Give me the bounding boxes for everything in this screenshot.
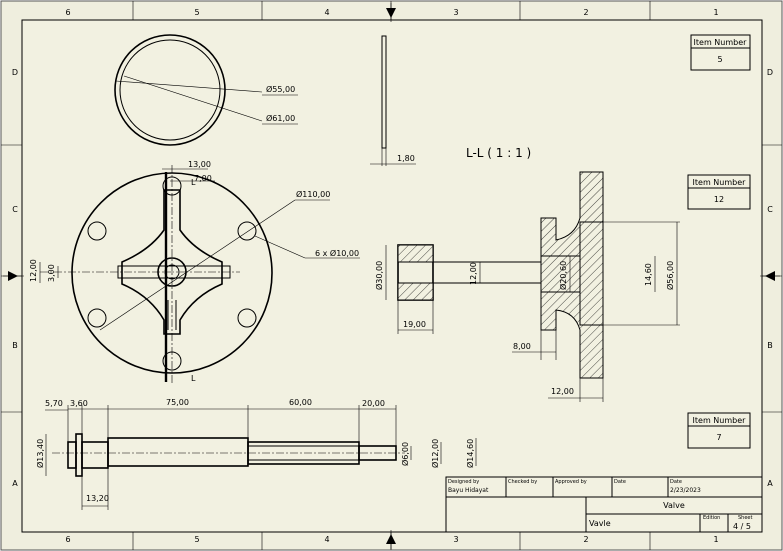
section-title: L-L ( 1 : 1 ) bbox=[466, 146, 531, 160]
dim-shaft-dia-13-40: Ø13,40 bbox=[35, 439, 45, 468]
dim-shaft-dia-12: Ø12,00 bbox=[430, 439, 440, 468]
dim-holes: 6 x Ø10,00 bbox=[315, 248, 359, 258]
zone-col-1-bottom: 1 bbox=[713, 535, 718, 544]
item-balloon-12: Item Number 12 bbox=[687, 174, 751, 210]
zone-col-4-bottom: 4 bbox=[324, 535, 329, 544]
tb-title: Valve bbox=[663, 501, 685, 510]
flange-front-view: L L 13,00 7,00 Ø110,00 6 x Ø10,00 12,00 … bbox=[29, 160, 360, 385]
balloon-12-value: 12 bbox=[714, 195, 724, 204]
tb-date: 2/23/2023 bbox=[670, 487, 701, 494]
tb-date2-label: Date bbox=[670, 479, 682, 485]
tb-designed-by: Bayu Hidayat bbox=[448, 487, 489, 494]
zone-col-2-bottom: 2 bbox=[583, 535, 588, 544]
zone-col-5-bottom: 5 bbox=[194, 535, 199, 544]
dim-flange-od: Ø56,00 bbox=[665, 261, 675, 290]
tb-edition-label: Edition bbox=[703, 515, 720, 521]
section-marker-top: L bbox=[191, 178, 196, 187]
zone-col-1-top: 1 bbox=[713, 8, 718, 17]
dim-flange-left-a: 12,00 bbox=[29, 259, 38, 282]
zone-labels: 6 5 4 3 2 1 6 5 4 3 2 1 D C B A D C B A bbox=[12, 8, 773, 544]
section-marker-bottom: L bbox=[191, 374, 196, 383]
zone-row-b-right: B bbox=[767, 341, 773, 350]
tb-designed-by-label: Designed by bbox=[448, 479, 479, 485]
dim-hub-offset: 8,00 bbox=[513, 342, 531, 351]
dim-shaft-dia-6: Ø6,00 bbox=[400, 442, 410, 466]
balloon-12-label: Item Number bbox=[693, 178, 747, 187]
balloon-7-value: 7 bbox=[716, 433, 721, 442]
zone-col-3-top: 3 bbox=[453, 8, 458, 17]
dim-gasket-thk: 1,80 bbox=[397, 154, 415, 163]
dim-bush-len: 19,00 bbox=[403, 320, 426, 329]
dim-shaft-75: 75,00 bbox=[166, 398, 189, 407]
tb-date-label: Date bbox=[614, 479, 626, 485]
balloon-5-label: Item Number bbox=[694, 38, 748, 47]
zone-row-a-left: A bbox=[12, 479, 18, 488]
tb-part-name: Vavle bbox=[589, 519, 611, 528]
zone-row-d-left: D bbox=[12, 68, 18, 77]
zone-col-6-bottom: 6 bbox=[65, 535, 70, 544]
tb-sheet-label: Sheet bbox=[738, 515, 752, 521]
dim-shaft-13-20: 13,20 bbox=[86, 494, 109, 503]
dim-ring-outer: Ø61,00 bbox=[266, 113, 295, 123]
zone-col-6-top: 6 bbox=[65, 8, 70, 17]
dim-flange-thk: 12,00 bbox=[551, 387, 574, 396]
item-balloon-7: Item Number 7 bbox=[687, 412, 751, 449]
centering-marks bbox=[3, 3, 780, 549]
dim-shaft-dia-14-60: Ø14,60 bbox=[465, 439, 475, 468]
zone-row-a-right: A bbox=[767, 479, 773, 488]
dim-bush-dia: Ø30,00 bbox=[374, 261, 384, 290]
tb-checked-by-label: Checked by bbox=[508, 479, 537, 485]
stem-section-view: Ø30,00 19,00 12,00 Ø56,00 14,60 Ø20,60 8… bbox=[374, 146, 680, 402]
zone-row-b-left: B bbox=[12, 341, 18, 350]
dim-ring-inner: Ø55,00 bbox=[266, 84, 295, 94]
tb-sheet: 4 / 5 bbox=[733, 522, 751, 531]
zone-col-2-top: 2 bbox=[583, 8, 588, 17]
ring-view: Ø55,00 Ø61,00 bbox=[114, 34, 298, 146]
zone-row-c-left: C bbox=[12, 205, 18, 214]
title-block: Designed by Bayu Hidayat Checked by Appr… bbox=[445, 476, 763, 533]
dim-slot-width: 13,00 bbox=[188, 160, 211, 169]
zone-row-c-right: C bbox=[767, 205, 773, 214]
zone-col-4-top: 4 bbox=[324, 8, 329, 17]
zone-row-d-right: D bbox=[767, 68, 773, 77]
zone-col-5-top: 5 bbox=[194, 8, 199, 17]
dim-shaft-20: 20,00 bbox=[362, 399, 385, 408]
dim-shaft-3-60: 3,60 bbox=[70, 399, 88, 408]
dim-flange-dia: Ø110,00 bbox=[296, 189, 330, 199]
balloon-7-label: Item Number bbox=[693, 416, 747, 425]
tb-approved-by-label: Approved by bbox=[555, 479, 587, 485]
item-balloon-5: Item Number 5 bbox=[690, 34, 751, 71]
gasket-view: 1,80 bbox=[370, 35, 416, 166]
shaft-view: 5,70 3,60 75,00 60,00 20,00 Ø13,40 13,20… bbox=[35, 398, 477, 510]
dim-slot-radius: 7,00 bbox=[194, 174, 212, 183]
dim-flange-left-b: 3,00 bbox=[47, 264, 56, 282]
dim-shaft-5-70: 5,70 bbox=[45, 399, 63, 408]
dim-stem-dia: 12,00 bbox=[469, 262, 478, 285]
dim-shaft-60: 60,00 bbox=[289, 398, 312, 407]
balloon-5-value: 5 bbox=[717, 55, 722, 64]
dim-bore: 14,60 bbox=[644, 263, 653, 286]
zone-col-3-bottom: 3 bbox=[453, 535, 458, 544]
dim-hub-dia: Ø20,60 bbox=[558, 261, 568, 290]
